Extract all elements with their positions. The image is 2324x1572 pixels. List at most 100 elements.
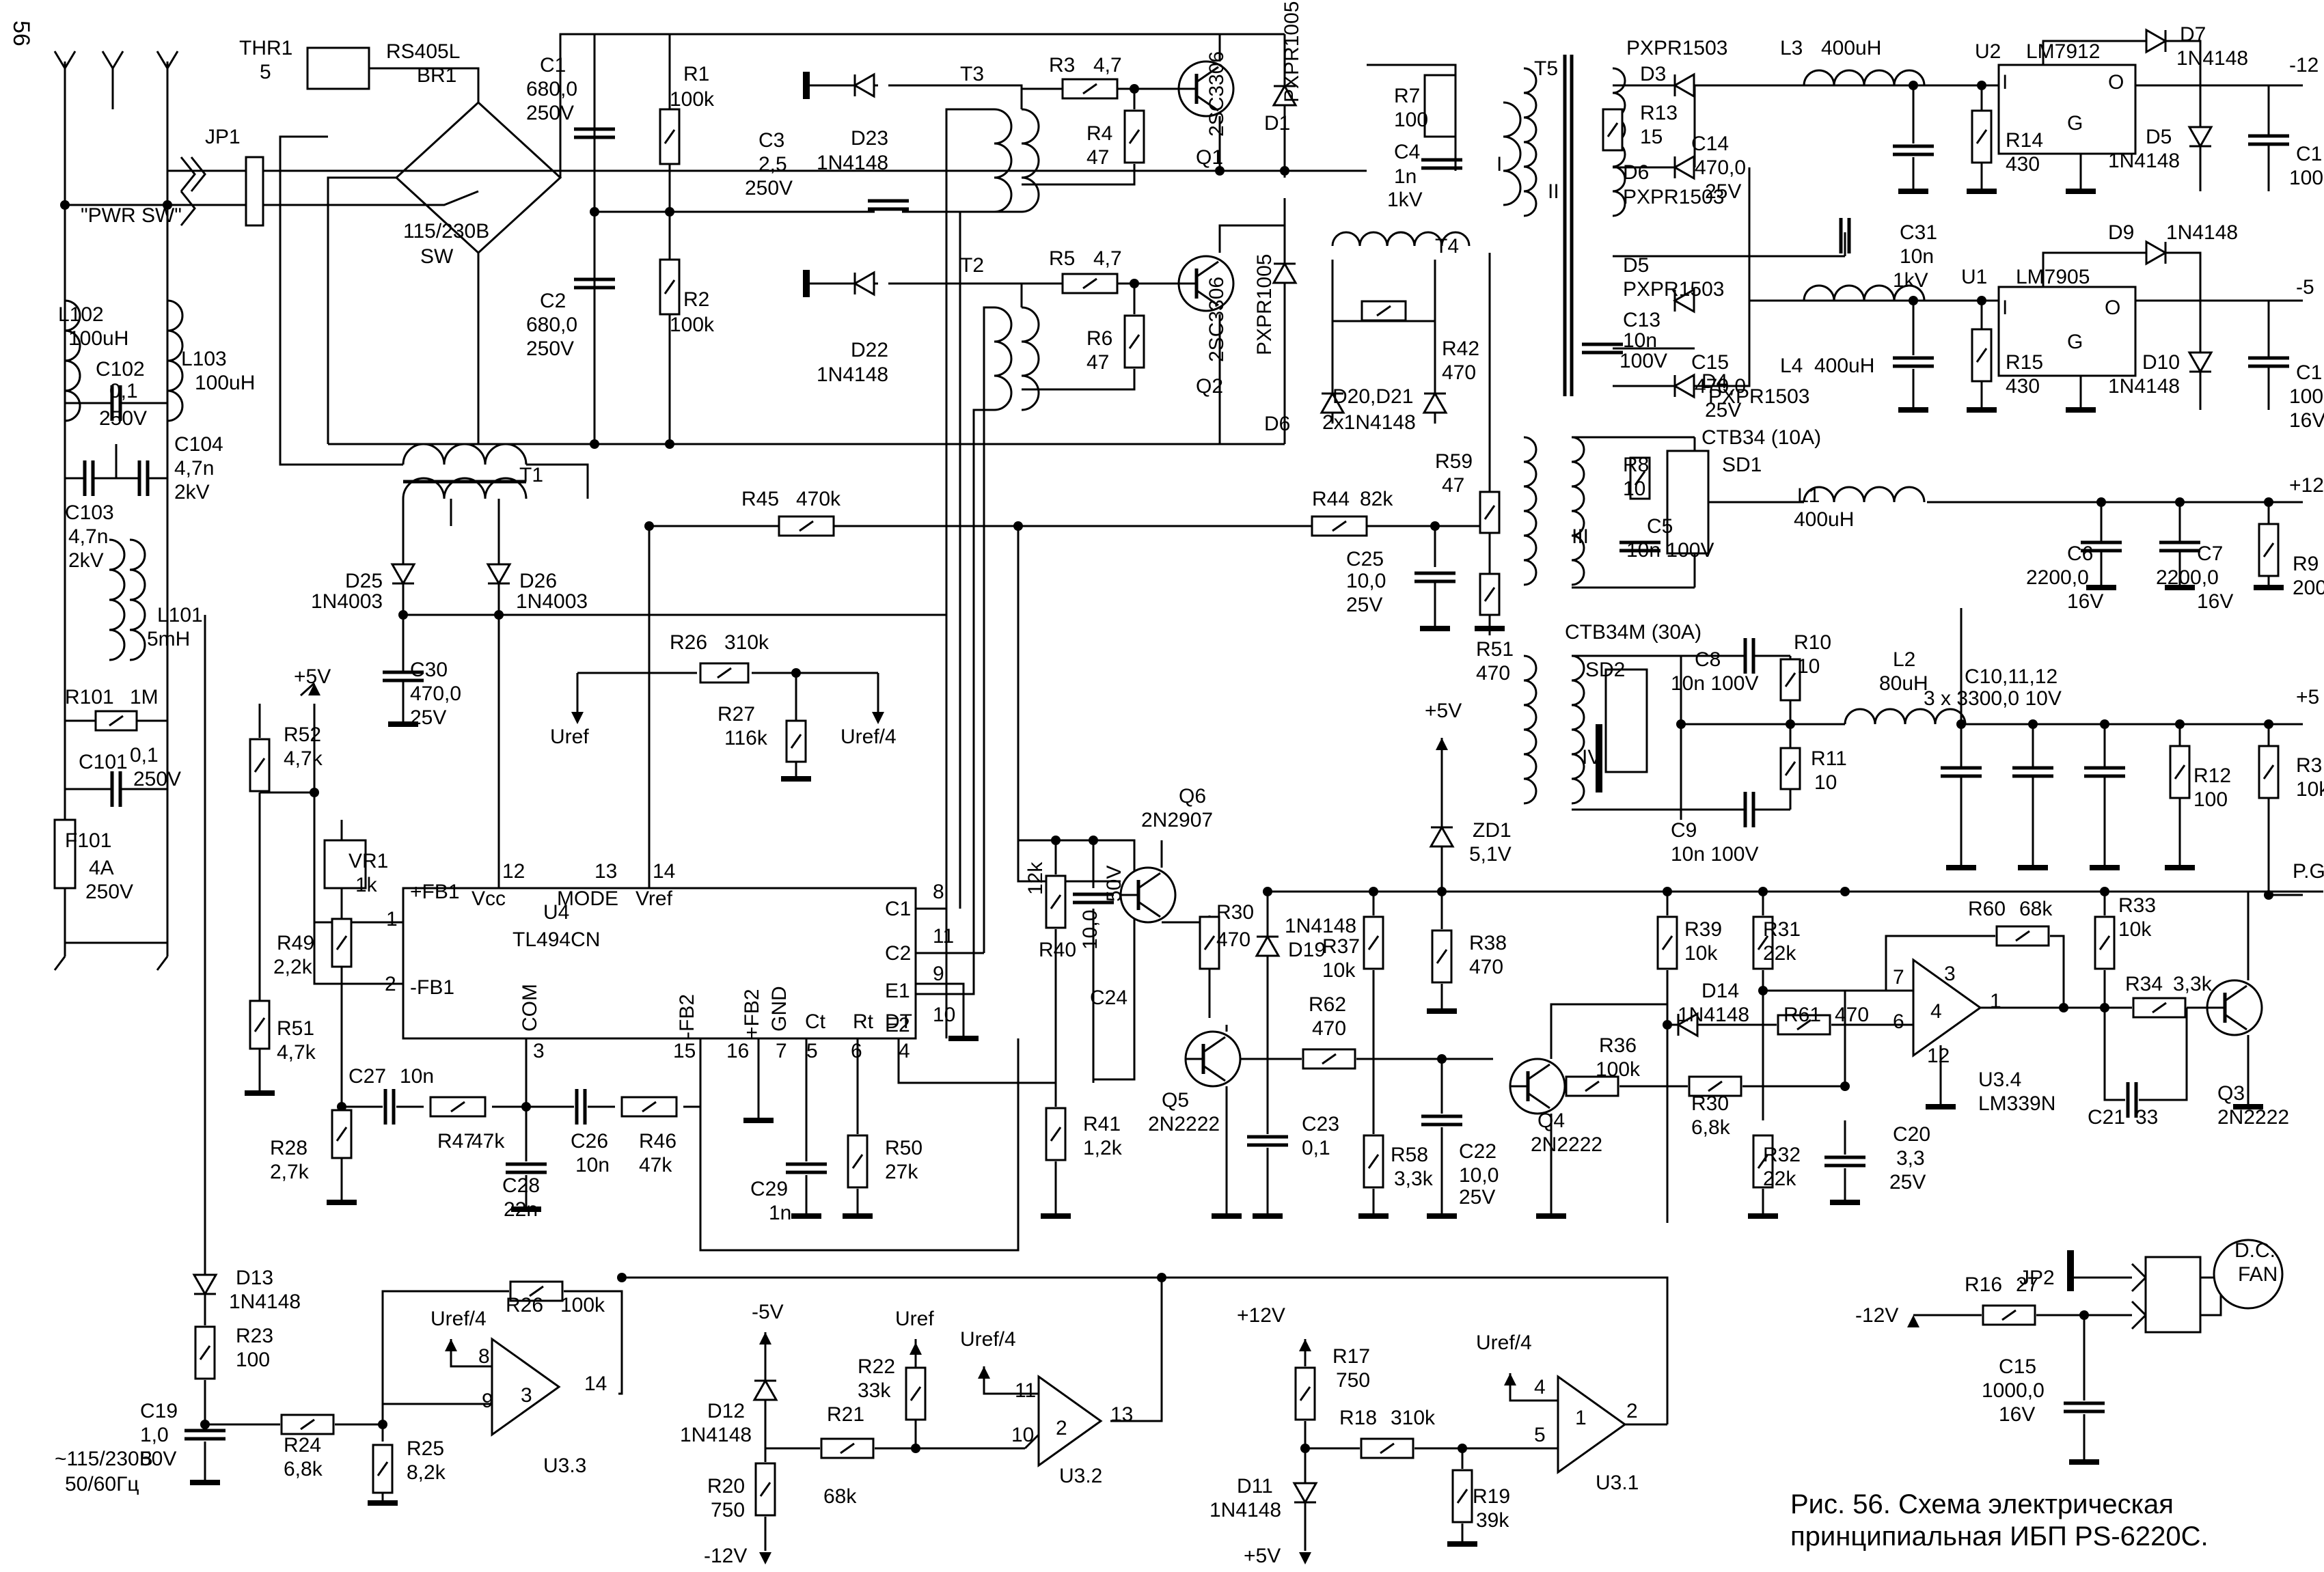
junction	[2100, 1003, 2109, 1012]
inductor-winding	[1386, 231, 1471, 247]
label-r30av: 470	[1216, 928, 1250, 951]
junction	[590, 207, 599, 217]
resistor-mark	[1299, 1386, 1311, 1401]
wire	[1304, 1339, 1558, 1544]
resistor-mark	[1367, 935, 1380, 950]
label-c1u: 250V	[526, 102, 574, 124]
wire	[205, 1423, 384, 1503]
junction	[1840, 1081, 1850, 1091]
junction	[1437, 887, 1447, 896]
label-u1g: G	[2067, 331, 2083, 353]
label-jp2: JP2	[2019, 1267, 2055, 1289]
label-r2v: 100k	[670, 314, 715, 336]
inductor-winding	[1331, 231, 1416, 247]
mains-voltage-label: ~115/230В	[55, 1448, 153, 1470]
resistor-mark	[840, 1442, 855, 1454]
resistor	[1363, 1134, 1384, 1189]
label-c30u: 25V	[410, 706, 446, 729]
label-r59v: 47	[1442, 474, 1464, 497]
junction	[1458, 1444, 1467, 1453]
label-d3t: PXPR1503	[1626, 37, 1727, 59]
diode	[852, 271, 875, 297]
resistor-mark	[377, 1461, 389, 1476]
wire	[648, 525, 1490, 888]
regulator-u2	[1997, 64, 2137, 155]
label-c15av: 470,0	[1695, 375, 1746, 398]
label-c20v: 3,3	[1896, 1147, 1925, 1170]
label-fan1: D.C.	[2234, 1239, 2275, 1262]
label-c104u: 2kV	[174, 481, 210, 504]
label-pin1: 1	[386, 908, 398, 930]
resistor-mark	[300, 1418, 315, 1431]
inductor-winding	[1021, 306, 1040, 411]
label-pin4: 4	[899, 1040, 910, 1062]
wire	[1666, 892, 1764, 1223]
label-r5: R5	[1049, 247, 1075, 270]
label-r38: R38	[1469, 932, 1507, 954]
label-q6: Q6	[1179, 785, 1206, 808]
label-c4: C4	[1394, 141, 1420, 163]
inductor-winding	[1523, 436, 1537, 586]
label-r101v: 1M	[130, 686, 159, 708]
label-r22: R22	[858, 1355, 895, 1378]
resistor-mark	[790, 734, 802, 749]
wire	[299, 682, 316, 697]
inductor-winding	[64, 299, 81, 422]
label-c30: C30	[410, 659, 448, 681]
label-r51v: 4,7k	[277, 1041, 316, 1064]
junction	[398, 610, 408, 620]
label-p4: 4	[1534, 1376, 1546, 1398]
jp1-label: JP1	[205, 126, 241, 148]
label-q3t: 2N2222	[2217, 1106, 2289, 1129]
label-r47v: 47k	[471, 1130, 505, 1153]
label-c19v: 1,0	[140, 1424, 169, 1446]
label-d11t: 1N4148	[1209, 1499, 1281, 1521]
junction	[1089, 836, 1098, 845]
label-c14: C14	[1691, 133, 1729, 155]
resistor-mark	[1976, 348, 1988, 363]
resistor-mark	[1661, 935, 1673, 950]
label-u2g: G	[2067, 112, 2083, 135]
label-u2o: O	[2108, 71, 2124, 94]
label-p13: 13	[1110, 1403, 1133, 1426]
label-zd1v: 5,1V	[1469, 843, 1512, 866]
junction	[665, 207, 674, 217]
label-r31: R31	[1763, 918, 1801, 941]
label-f101u: 250V	[85, 881, 133, 903]
junction	[1977, 81, 1986, 90]
label-c103u: 2kV	[68, 549, 104, 572]
label-d7: D7	[2180, 23, 2206, 46]
label-vr1: VR1	[348, 850, 388, 872]
arrow	[759, 1552, 771, 1564]
resistor-mark	[1128, 129, 1140, 144]
resistor-mark	[1708, 1080, 1723, 1092]
label-r38v: 470	[1469, 956, 1503, 978]
junction	[1909, 81, 1918, 90]
label-p5a: +5V	[294, 665, 331, 688]
wire	[328, 34, 1285, 445]
label-r13: R13	[1640, 102, 1678, 124]
label-uref2: Uref	[895, 1308, 934, 1330]
junction	[1977, 296, 1986, 305]
label-out-p12: +12	[2289, 474, 2324, 497]
wire	[1885, 935, 2065, 1008]
diode	[1429, 825, 1455, 848]
caption-line-1: Рис. 56. Схема электрическая	[1790, 1489, 2174, 1519]
resistor-mark	[1634, 471, 1646, 486]
label-rt: Rt	[853, 1010, 874, 1033]
label-pin3: 3	[533, 1040, 545, 1062]
label-sd1t: CTB34 (10A)	[1701, 426, 1821, 449]
label-l3: L3	[1780, 37, 1803, 59]
wire	[1018, 839, 1136, 1081]
diode	[1672, 288, 1695, 314]
wire	[1550, 1003, 1667, 1216]
label-r17: R17	[1332, 1345, 1370, 1368]
label-r32: R32	[1763, 1144, 1801, 1166]
label-r13v: 15	[1640, 126, 1663, 148]
junction	[2100, 887, 2109, 896]
label-r47: R47	[437, 1130, 475, 1153]
resistor-mark	[1367, 1154, 1380, 1169]
transistor-leads	[1179, 260, 1219, 307]
label-r23: R23	[236, 1325, 273, 1347]
label-uref1: Uref	[550, 726, 589, 748]
